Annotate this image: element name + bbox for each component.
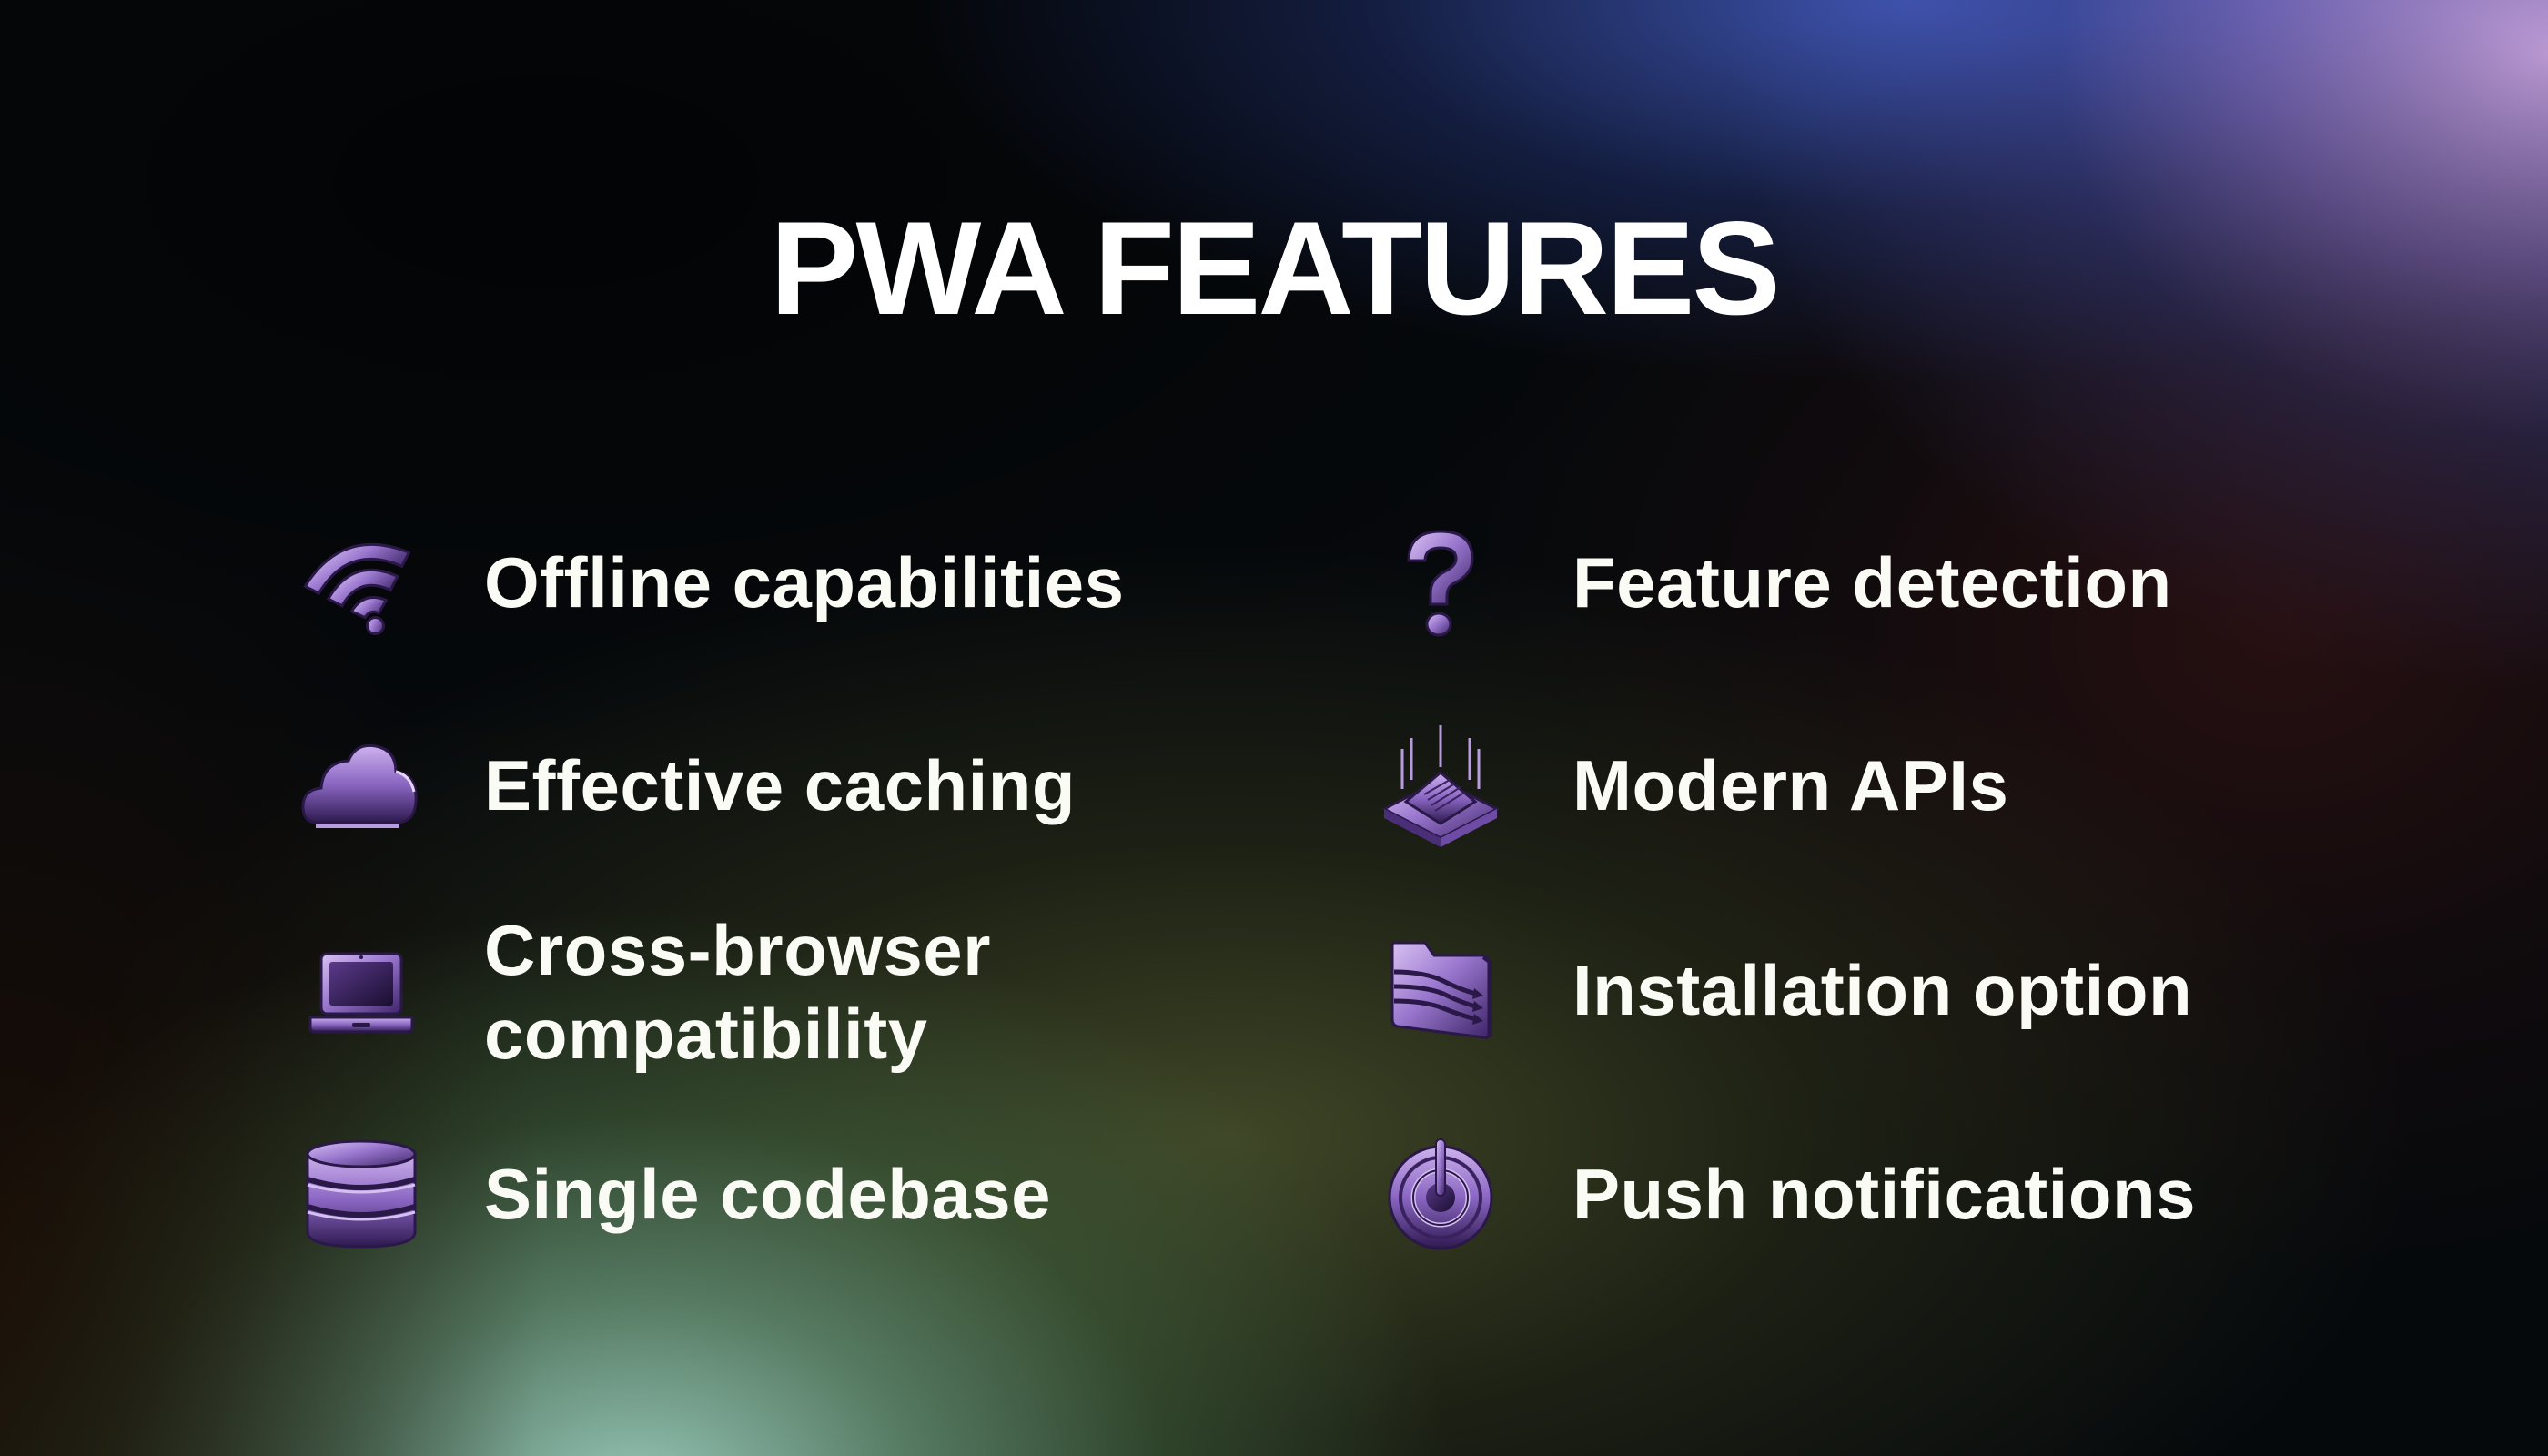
feature-label: Installation option — [1572, 950, 2193, 1030]
feature-label: Feature detection — [1572, 542, 2172, 622]
wifi-icon — [293, 519, 430, 646]
feature-label: Single codebase — [484, 1154, 1052, 1234]
folder-icon — [1372, 926, 1509, 1054]
laptop-icon — [293, 928, 430, 1056]
feature-effective-caching: Effective caching — [293, 722, 1076, 849]
router-icon — [1372, 722, 1509, 849]
feature-label: Push notifications — [1572, 1154, 2197, 1234]
feature-offline-capabilities: Offline capabilities — [293, 519, 1125, 646]
feature-label-line2: compatibility — [484, 994, 928, 1074]
feature-label: Effective caching — [484, 745, 1077, 825]
feature-feature-detection: Feature detection — [1372, 519, 2172, 646]
feature-label: Modern APIs — [1572, 745, 2009, 825]
feature-single-codebase: Single codebase — [293, 1130, 1051, 1258]
feature-cross-browser-compatibility: Cross-browser compatibility — [293, 901, 991, 1083]
cloud-icon — [293, 722, 430, 849]
page-title: PWA FEATURES — [770, 194, 1781, 342]
feature-push-notifications: Push notifications — [1372, 1130, 2196, 1258]
feature-label: Offline capabilities — [484, 542, 1125, 622]
question-mark-icon — [1372, 519, 1509, 646]
power-button-icon — [1372, 1130, 1509, 1258]
feature-installation-option: Installation option — [1372, 926, 2192, 1054]
database-icon — [293, 1130, 430, 1258]
feature-label: Cross-browser compatibility — [484, 908, 991, 1076]
feature-modern-apis: Modern APIs — [1372, 722, 2008, 849]
feature-label-line1: Cross-browser — [484, 910, 991, 990]
